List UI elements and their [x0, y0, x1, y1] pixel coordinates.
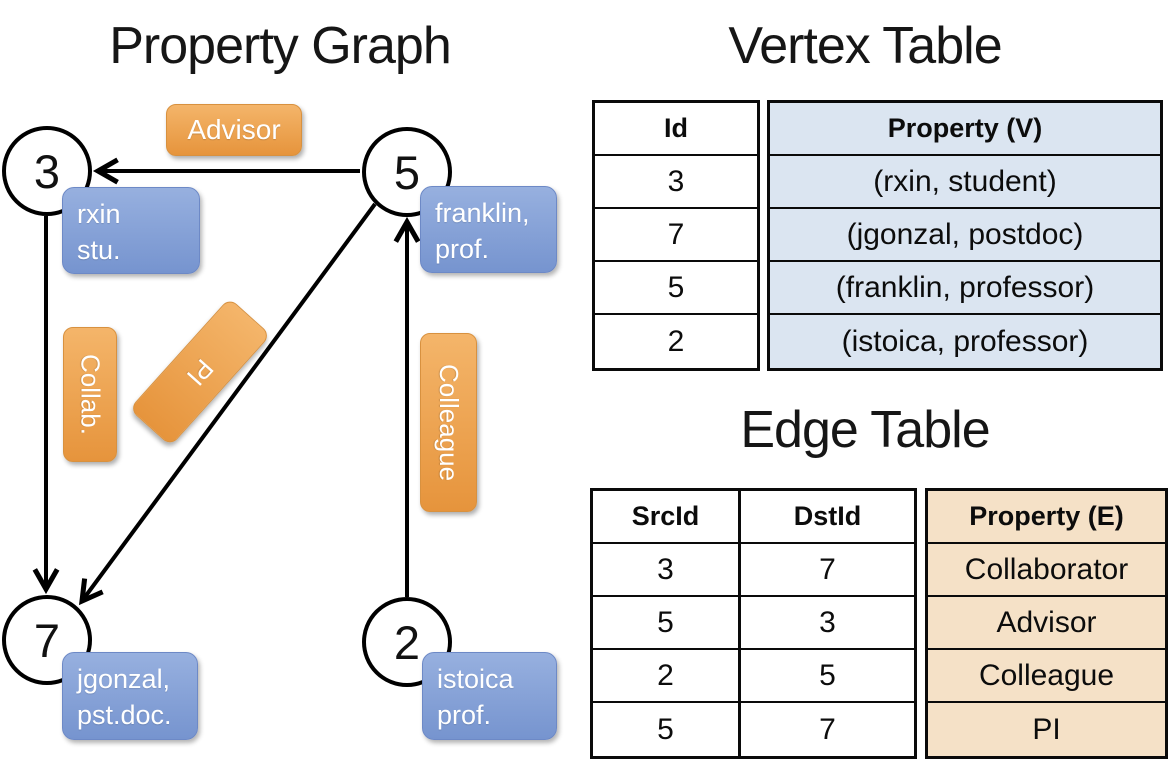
- edge-label-colleague: Colleague: [420, 333, 477, 512]
- table-cell: Advisor: [928, 597, 1165, 650]
- table-cell: (istoica, professor): [770, 315, 1160, 368]
- node-id: 7: [33, 613, 61, 667]
- table-cell: 5: [593, 597, 738, 650]
- column-header: Id: [595, 103, 757, 156]
- table-cell: (rxin, student): [770, 156, 1160, 209]
- edge-table-id-columns: SrcId 3 5 2 5 DstId 7 3 5 7: [590, 488, 917, 759]
- table-cell: Collaborator: [928, 544, 1165, 597]
- vertex-prop-7: jgonzal, pst.doc.: [62, 652, 198, 740]
- column-header: DstId: [741, 491, 914, 544]
- edge-table-property-column: Property (E) Collaborator Advisor Collea…: [925, 488, 1168, 759]
- node-id: 2: [393, 615, 421, 669]
- vertex-prop-2: istoica prof.: [422, 652, 557, 740]
- table-cell: 2: [667, 324, 685, 358]
- graph-node-5: 5: [362, 127, 452, 217]
- table-cell: 2: [593, 650, 738, 703]
- vertex-table-title: Vertex Table: [728, 17, 1002, 75]
- vertex-prop-3: rxin stu.: [62, 187, 200, 274]
- edge-label-collab: Collab.: [63, 327, 117, 462]
- column-header: Property (V): [770, 103, 1160, 156]
- vertex-table-id-column: Id 3 7 5 2: [592, 100, 760, 371]
- graph-title: Property Graph: [109, 17, 452, 75]
- table-cell: (franklin, professor): [770, 262, 1160, 315]
- graph-node-2: 2: [362, 597, 452, 687]
- table-cell: 5: [595, 262, 757, 315]
- column-header: SrcId: [593, 491, 738, 544]
- edge-pi-line: [78, 202, 377, 606]
- table-cell: PI: [928, 703, 1165, 756]
- prop-line: franklin,: [435, 198, 530, 228]
- table-cell: Colleague: [928, 650, 1165, 703]
- table-cell: 7: [741, 544, 914, 597]
- vertex-prop-5: franklin, prof.: [420, 186, 557, 273]
- node-id: 5: [393, 145, 421, 199]
- vertex-table-property-column: Property (V) (rxin, student) (jgonzal, p…: [767, 100, 1163, 371]
- prop-line: prof.: [437, 700, 492, 731]
- table-cell: 5: [657, 712, 674, 746]
- prop-line: istoica: [437, 664, 514, 694]
- table-cell: 3: [741, 597, 914, 650]
- edge-table-src-column: SrcId 3 5 2 5: [593, 491, 741, 756]
- table-cell: 5: [741, 650, 914, 703]
- edge-label-advisor: Advisor: [166, 104, 302, 156]
- table-cell: (jgonzal, postdoc): [770, 209, 1160, 262]
- prop-line: jgonzal,: [77, 664, 171, 694]
- table-cell: 7: [819, 712, 836, 746]
- edge-table-title: Edge Table: [740, 401, 990, 459]
- graph-edges: [32, 157, 421, 606]
- prop-line: rxin: [77, 199, 121, 229]
- prop-line: stu.: [77, 235, 121, 266]
- column-header: Property (E): [928, 491, 1165, 544]
- table-cell: 3: [593, 544, 738, 597]
- prop-line: pst.doc.: [77, 700, 172, 731]
- node-id: 3: [33, 144, 61, 198]
- edge-table-dst-column: DstId 7 3 5 7: [741, 491, 914, 756]
- table-cell: 7: [595, 209, 757, 262]
- table-cell: 3: [595, 156, 757, 209]
- prop-line: prof.: [435, 234, 490, 265]
